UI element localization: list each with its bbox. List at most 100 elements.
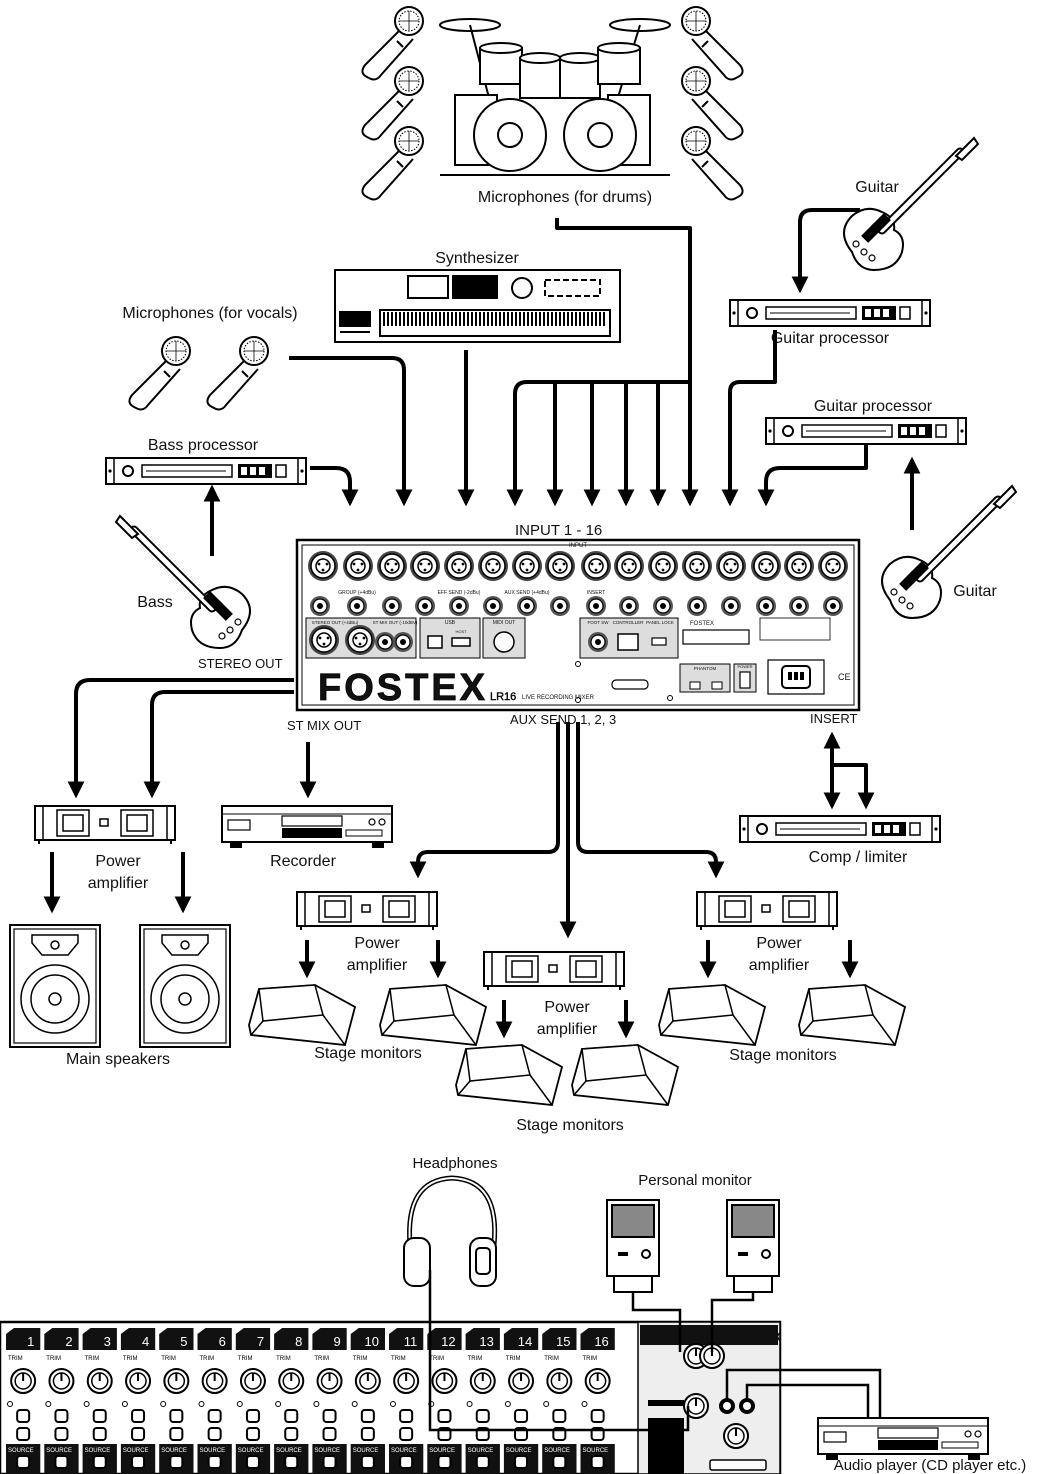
- trim-knob[interactable]: [241, 1369, 265, 1393]
- channel-number: 5: [180, 1334, 187, 1349]
- source-button[interactable]: [362, 1456, 374, 1468]
- channel-button[interactable]: [477, 1410, 489, 1422]
- trim-knob[interactable]: [88, 1369, 112, 1393]
- source-button[interactable]: [553, 1456, 565, 1468]
- label-main-speakers: Main speakers: [66, 1051, 170, 1068]
- trim-knob[interactable]: [164, 1369, 188, 1393]
- channel-button[interactable]: [170, 1410, 182, 1422]
- trim-knob[interactable]: [586, 1369, 610, 1393]
- rear-power-label: POWER: [737, 664, 752, 669]
- source-button[interactable]: [285, 1456, 297, 1468]
- source-button[interactable]: [247, 1456, 259, 1468]
- bass-guitar-icon: [116, 516, 250, 648]
- rear-brand-small: FOSTEX: [690, 621, 714, 627]
- channel-button[interactable]: [55, 1410, 67, 1422]
- channel-button[interactable]: [247, 1428, 259, 1440]
- channel-number-tab: [159, 1328, 193, 1350]
- label-comp: Comp / limiter: [809, 849, 908, 866]
- rear-ce-mark: CE: [838, 672, 851, 682]
- channel-button[interactable]: [553, 1410, 565, 1422]
- rear-host-label: HOST: [455, 629, 467, 634]
- trim-knob[interactable]: [394, 1369, 418, 1393]
- stage-monitor-5: [659, 985, 765, 1045]
- source-button[interactable]: [515, 1456, 527, 1468]
- synthesizer-icon: [335, 270, 620, 342]
- channel-button[interactable]: [362, 1428, 374, 1440]
- channel-button[interactable]: [209, 1410, 221, 1422]
- source-button[interactable]: [132, 1456, 144, 1468]
- channel-button[interactable]: [55, 1428, 67, 1440]
- source-button[interactable]: [17, 1456, 29, 1468]
- stage-monitor-4: [572, 1045, 678, 1105]
- source-label: SOURCE: [200, 1448, 226, 1454]
- channel-button[interactable]: [438, 1410, 450, 1422]
- channel-button[interactable]: [17, 1428, 29, 1440]
- label-headphones: Headphones: [412, 1155, 497, 1172]
- source-button[interactable]: [94, 1456, 106, 1468]
- channel-button[interactable]: [400, 1410, 412, 1422]
- trim-knob[interactable]: [547, 1369, 571, 1393]
- label-synth: Synthesizer: [435, 250, 519, 267]
- trim-label: TRIM: [506, 1356, 521, 1362]
- trim-knob[interactable]: [356, 1369, 380, 1393]
- trim-knob[interactable]: [49, 1369, 73, 1393]
- channel-led: [505, 1402, 510, 1407]
- trim-knob[interactable]: [203, 1369, 227, 1393]
- channel-number: 11: [404, 1334, 418, 1349]
- label-guitar-top: Guitar: [855, 179, 899, 196]
- channel-button[interactable]: [94, 1428, 106, 1440]
- channel-button[interactable]: [515, 1410, 527, 1422]
- channel-button[interactable]: [592, 1410, 604, 1422]
- source-button[interactable]: [324, 1456, 336, 1468]
- channel-button[interactable]: [400, 1428, 412, 1440]
- trim-label: TRIM: [161, 1356, 176, 1362]
- source-button[interactable]: [170, 1456, 182, 1468]
- channel-button[interactable]: [324, 1410, 336, 1422]
- trim-knob[interactable]: [432, 1369, 456, 1393]
- label-bass-proc: Bass processor: [148, 437, 259, 454]
- channel-button[interactable]: [324, 1428, 336, 1440]
- trim-knob[interactable]: [279, 1369, 303, 1393]
- trim-label: TRIM: [544, 1356, 559, 1362]
- channel-button[interactable]: [170, 1428, 182, 1440]
- trim-label: TRIM: [85, 1356, 100, 1362]
- channel-button[interactable]: [285, 1410, 297, 1422]
- channel-button[interactable]: [247, 1410, 259, 1422]
- source-label: SOURCE: [544, 1448, 570, 1454]
- channel-number-tab: [274, 1328, 308, 1350]
- channel-button[interactable]: [362, 1410, 374, 1422]
- channel-button[interactable]: [132, 1410, 144, 1422]
- channel-number: 12: [441, 1334, 455, 1349]
- trim-knob[interactable]: [126, 1369, 150, 1393]
- trim-label: TRIM: [123, 1356, 138, 1362]
- personal-monitor-right: [727, 1200, 779, 1292]
- vocal-mics-group: [129, 337, 268, 410]
- source-button[interactable]: [477, 1456, 489, 1468]
- trim-knob[interactable]: [318, 1369, 342, 1393]
- label-stage-monitors-3: Stage monitors: [729, 1047, 837, 1064]
- channel-button[interactable]: [209, 1428, 221, 1440]
- source-button[interactable]: [592, 1456, 604, 1468]
- rear-brand-logo: FOSTEX: [318, 667, 488, 709]
- channel-led: [276, 1402, 281, 1407]
- channel-button[interactable]: [17, 1410, 29, 1422]
- rear-model: LR16: [490, 691, 516, 703]
- source-button[interactable]: [55, 1456, 67, 1468]
- trim-knob[interactable]: [11, 1369, 35, 1393]
- channel-number-tab: [121, 1328, 155, 1350]
- trim-knob[interactable]: [471, 1369, 495, 1393]
- channel-led: [314, 1402, 319, 1407]
- source-button[interactable]: [209, 1456, 221, 1468]
- channel-number-tab: [6, 1328, 40, 1350]
- channel-number: 1: [27, 1334, 34, 1349]
- rear-phantom-label: PHANTOM: [694, 666, 717, 671]
- channel-button[interactable]: [132, 1428, 144, 1440]
- source-button[interactable]: [438, 1456, 450, 1468]
- source-label: SOURCE: [8, 1448, 34, 1454]
- channel-button[interactable]: [285, 1428, 297, 1440]
- rear-eff-label: EFF SEND (-2dBu): [438, 590, 481, 596]
- bass-processor-icon: [106, 458, 306, 484]
- channel-button[interactable]: [94, 1410, 106, 1422]
- trim-knob[interactable]: [509, 1369, 533, 1393]
- source-button[interactable]: [400, 1456, 412, 1468]
